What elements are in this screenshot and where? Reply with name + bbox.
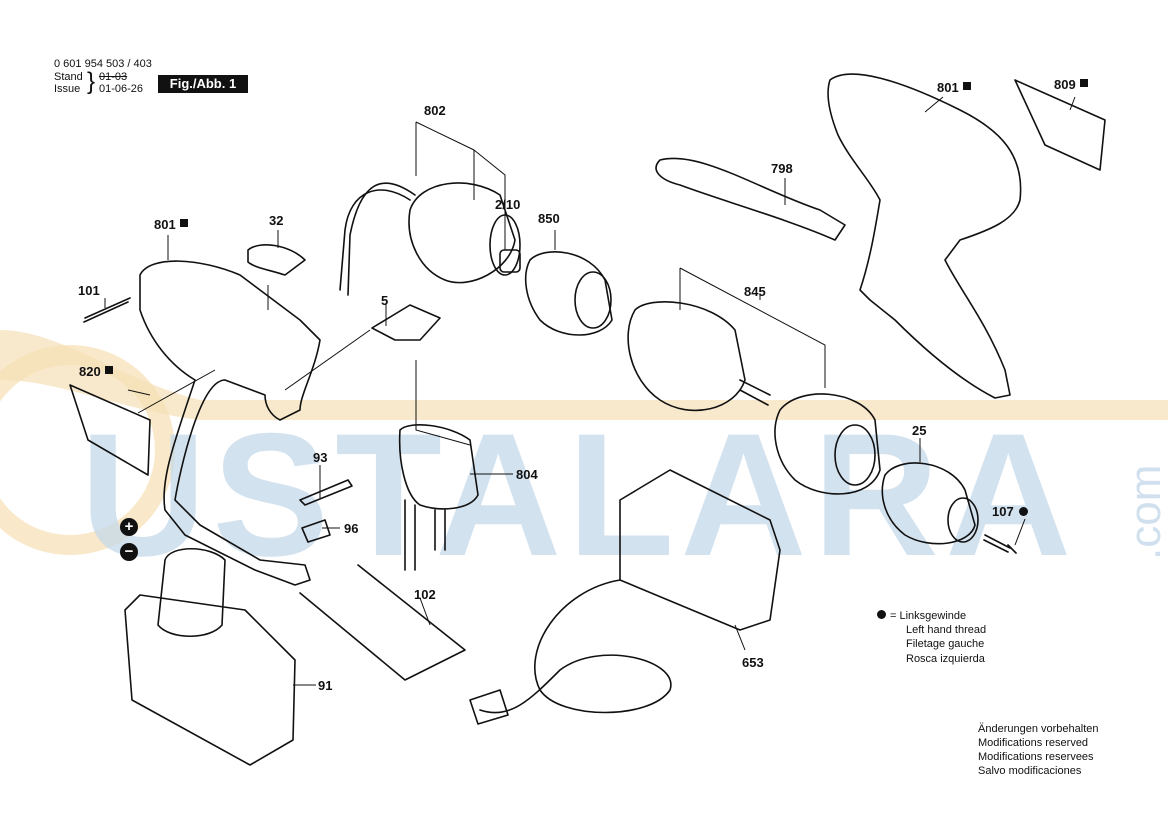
cover-cap-part: [247, 244, 306, 276]
part-label-2-10: 2/10: [495, 197, 521, 212]
chuck-part: [881, 462, 979, 545]
part-label-801-left: 801: [154, 217, 188, 232]
legend-line-1-text: = Linksgewinde: [890, 610, 967, 622]
part-label-798: 798: [771, 161, 793, 176]
new-date-label: 01-06-26: [99, 83, 144, 95]
watermark-text: USTALARA: [80, 398, 1077, 593]
part-label-101: 101: [78, 283, 100, 298]
issue-label: Issue: [54, 83, 81, 95]
part-label-809-text: 809: [1054, 77, 1076, 92]
part-label-850: 850: [538, 211, 560, 226]
part-label-107-text: 107: [992, 504, 1014, 519]
stand-label: Stand: [54, 71, 83, 83]
part-label-107: 107: [992, 504, 1028, 519]
charger-part: [469, 469, 781, 725]
part-label-802: 802: [424, 103, 446, 118]
label-plate-left-part: [69, 384, 151, 476]
part-label-820: 820: [79, 364, 113, 379]
square-marker-icon: [962, 82, 971, 90]
minus-terminal-icon: −: [120, 543, 138, 561]
part-label-801-left-text: 801: [154, 217, 176, 232]
footer-line-4: Salvo modificaciones: [978, 765, 1082, 777]
left-thread-dot-icon: [1018, 507, 1028, 516]
watermark-ring: [0, 345, 175, 555]
footer-line-2: Modifications reserved: [978, 737, 1089, 749]
battery-pack-part: [124, 548, 296, 766]
watermark: USTALARA .com: [0, 330, 1168, 593]
square-marker-icon: [1079, 79, 1088, 87]
watermark-swoosh: [0, 330, 1168, 420]
part-label-801-right: 801: [937, 80, 971, 95]
part-label-653: 653: [742, 655, 764, 670]
legend-line-4: Rosca izquierda: [906, 653, 985, 665]
belt-clip-part: [655, 157, 846, 241]
square-marker-icon: [104, 366, 113, 374]
left-thread-screw-part: [983, 534, 1017, 554]
ring-gear-part: [524, 251, 613, 336]
part-label-801-right-text: 801: [937, 80, 959, 95]
part-label-804: 804: [516, 467, 538, 482]
part-label-91: 91: [318, 678, 333, 693]
part-label-809: 809: [1054, 77, 1088, 92]
leader-lines: [104, 96, 1076, 686]
part-label-93: 93: [313, 450, 328, 465]
clip-part: [301, 519, 331, 543]
left-thread-dot-icon: [877, 610, 886, 619]
chuck-sleeve-part: [774, 393, 881, 495]
legend-line-2: Left hand thread: [906, 624, 987, 636]
housing-screw-part: [83, 297, 131, 323]
footer-line-1: Änderungen vorbehalten: [978, 723, 1099, 735]
part-label-25: 25: [912, 423, 927, 438]
selector-slide-part: [371, 304, 441, 341]
label-plate-right-part: [1014, 79, 1106, 171]
plus-terminal-icon: +: [120, 518, 138, 536]
part-number-label: 0 601 954 503 / 403: [54, 58, 152, 70]
housing-half-left-part: [139, 260, 321, 586]
watermark-suffix: .com: [1121, 465, 1168, 560]
part-label-845: 845: [744, 284, 766, 299]
figure-label: Fig./Abb. 1: [158, 75, 248, 93]
part-label-96: 96: [344, 521, 359, 536]
legend-line-1: = Linksgewinde: [877, 609, 966, 623]
legend-line-3: Filetage gauche: [906, 638, 985, 650]
spring-part: [299, 479, 353, 506]
old-date-label: 01-03: [99, 71, 128, 83]
brace-glyph: }: [87, 68, 96, 95]
bracket-wire-part: [299, 564, 466, 681]
square-marker-icon: [179, 219, 188, 227]
part-label-102: 102: [414, 587, 436, 602]
switch-part: [398, 424, 479, 571]
motor-part: [339, 182, 521, 296]
gearbox-part: [627, 301, 771, 412]
part-label-5: 5: [381, 293, 389, 308]
housing-half-right-part: [827, 73, 1022, 399]
footer-line-3: Modifications reservees: [978, 751, 1094, 763]
part-label-32: 32: [269, 213, 284, 228]
part-label-820-text: 820: [79, 364, 101, 379]
